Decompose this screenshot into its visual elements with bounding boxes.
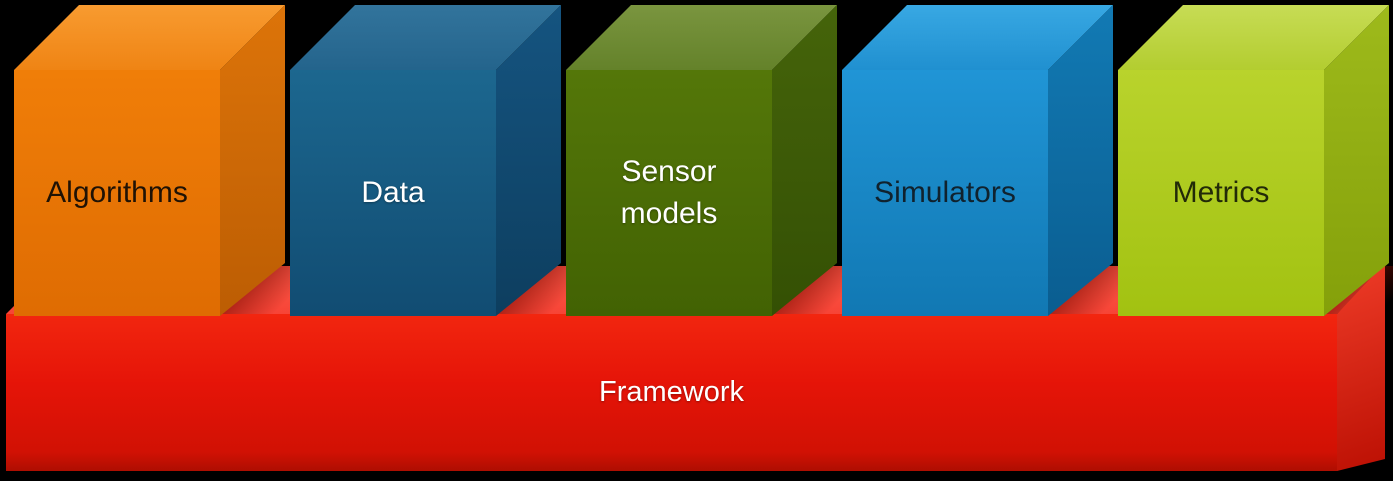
block-algorithms: Algorithms (14, 0, 285, 316)
block-simulators: Simulators (842, 0, 1113, 316)
block-data: Data (290, 0, 561, 316)
cube-front-face: Sensor models (566, 70, 772, 316)
cube-label: Metrics (1172, 176, 1270, 209)
cube-front-face: Simulators (842, 70, 1048, 316)
cube-front-face: Algorithms (14, 70, 220, 316)
cube-front-face: Metrics (1118, 70, 1324, 316)
cube-front-face: Data (290, 70, 496, 316)
cube-label: Data (361, 176, 425, 209)
cube-label: Sensor models (620, 155, 718, 230)
block-metrics: Metrics (1118, 0, 1389, 316)
framework-label: Framework (598, 376, 744, 408)
cube-label: Algorithms (46, 176, 188, 209)
cube-label: Simulators (874, 176, 1016, 209)
framework-platform-front-face: Framework (6, 314, 1337, 471)
block-sensor-models: Sensor models (566, 0, 837, 316)
